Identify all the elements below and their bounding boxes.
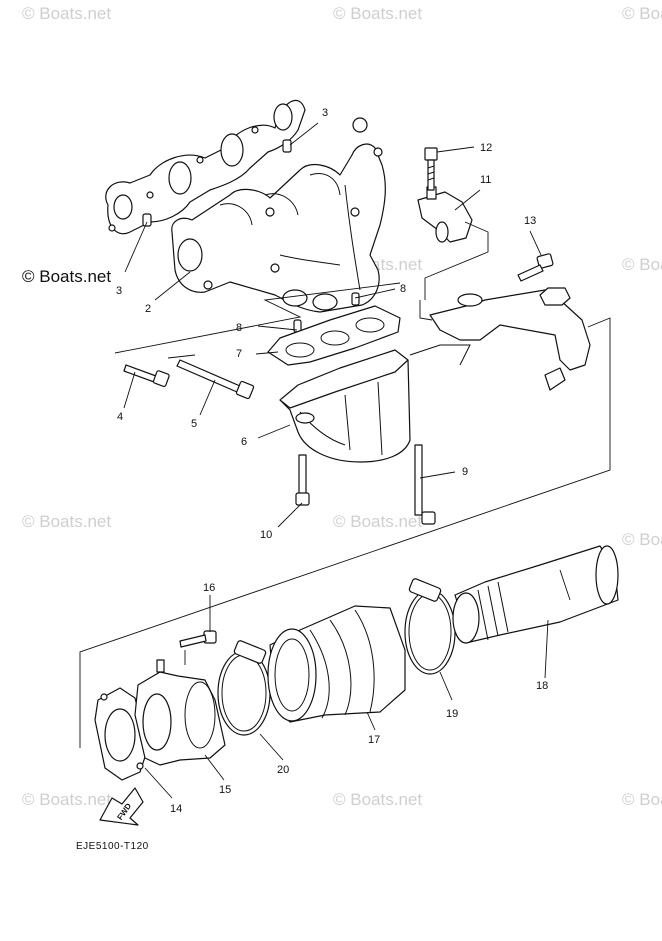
callout-label: 8 xyxy=(400,283,406,295)
watermark: © Boats.net xyxy=(22,790,111,809)
exhaust-joint xyxy=(279,349,411,463)
watermark: © Boats.net xyxy=(22,512,111,531)
callout-label: 7 xyxy=(236,348,242,360)
callout-label: 20 xyxy=(277,764,289,776)
bolt xyxy=(424,147,438,191)
watermark: © Boats.net xyxy=(333,4,422,23)
callout-label: 2 xyxy=(145,303,151,315)
watermark: © Boats.net xyxy=(622,530,662,549)
bolt xyxy=(176,359,255,400)
watermark: © Boats.net xyxy=(333,512,422,531)
watermark: © Boats.net xyxy=(622,790,662,809)
bolt xyxy=(295,454,310,506)
callouts: 3 3 2 12 11 13 8 8 7 4 5 6 9 10 16 18 19… xyxy=(116,107,548,815)
callout-label: 12 xyxy=(480,142,492,154)
gasket-plate xyxy=(94,687,149,781)
callout-label: 6 xyxy=(241,436,247,448)
gasket xyxy=(267,305,401,366)
callout-label: 14 xyxy=(170,803,182,815)
leader-lines xyxy=(79,122,611,799)
callout-label: 15 xyxy=(219,784,231,796)
manifold-gasket xyxy=(105,99,306,235)
bolt xyxy=(179,630,217,648)
callout-label: 8 xyxy=(236,322,242,334)
exhaust-pipe-joint xyxy=(134,659,226,766)
brand-label: © Boats.net xyxy=(22,267,111,286)
callout-label: 4 xyxy=(117,411,123,423)
rubber-hose xyxy=(267,605,406,723)
dowel-pin xyxy=(142,213,152,227)
hose-clamp xyxy=(217,640,271,736)
watermark: © Boats.net xyxy=(622,255,662,274)
bolt xyxy=(414,444,436,525)
bolt xyxy=(517,253,554,282)
callout-label: 17 xyxy=(368,734,380,746)
callout-label: 3 xyxy=(322,107,328,119)
callout-label: 16 xyxy=(203,582,215,594)
forward-arrow: FWD xyxy=(99,787,144,826)
callout-label: 19 xyxy=(446,708,458,720)
callout-label: 5 xyxy=(191,418,197,430)
callout-label: 18 xyxy=(536,680,548,692)
dowel-pin xyxy=(282,139,292,153)
bolt xyxy=(123,364,170,388)
callout-label: 3 xyxy=(116,285,122,297)
hose-clamp xyxy=(404,578,456,675)
callout-label: 10 xyxy=(260,529,272,541)
callout-label: 13 xyxy=(524,215,536,227)
callout-label: 9 xyxy=(462,466,468,478)
bracket xyxy=(417,186,473,243)
pin xyxy=(351,292,360,306)
exhaust-pipe xyxy=(452,545,619,644)
callout-label: 11 xyxy=(480,174,491,186)
diagram-code: EJE5100-T120 xyxy=(76,841,149,852)
watermark: © Boats.net xyxy=(622,4,662,23)
watermark: © Boats.net xyxy=(22,4,111,23)
watermark: © Boats.net xyxy=(333,790,422,809)
exhaust-manifold xyxy=(171,117,386,313)
water-lock-bracket xyxy=(409,287,591,391)
